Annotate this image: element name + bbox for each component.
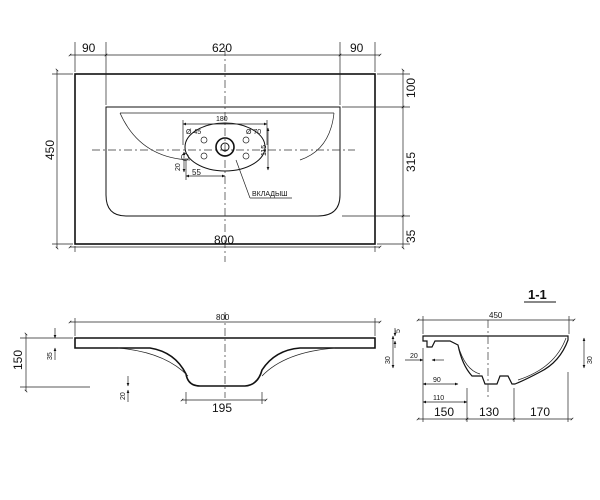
bolt-hole-left [200,136,208,144]
faucet-hole [215,137,235,157]
dim-total-width-front: 800 [216,313,230,322]
dim-bottom-width: 195 [212,401,232,415]
faucet-hole-inner [220,142,230,152]
dim-section-inner1: 90 [433,377,441,384]
dim-total-depth: 450 [43,140,57,160]
front-view: 800 150 35 195 20 [11,312,382,415]
dim-section-left-h: 30 [385,356,392,364]
dim-back-depth: 35 [404,229,418,243]
bolt-hole-right [242,136,250,144]
dim-hole-offset-y: 20 [175,163,182,171]
dim-hole-d1: Ø 45 [186,129,201,136]
dim-section-edge: 20 [410,353,418,360]
dim-basin-depth: 315 [404,152,418,172]
dim-section-inner2: 110 [433,395,444,402]
bolt-hole-right-bottom [242,152,250,160]
dim-hole-d2: Ø 70 [246,129,261,136]
dim-section-seg3: 170 [530,405,550,419]
dim-section-seg1: 150 [434,405,454,419]
section-title: 1-1 [528,287,547,302]
insert-label: ВКЛАДЫШ [252,191,288,198]
bolt-hole-left-bottom [200,152,208,160]
dim-section-seg2: 130 [479,405,499,419]
dim-section-right-h: 30 [587,356,594,364]
basin-outline [105,106,341,217]
bowl-curve [119,112,335,161]
dim-hole-offset-x: 55 [192,168,201,177]
dim-section-total: 450 [489,311,503,320]
section-profile [422,335,569,385]
front-outline [74,337,376,387]
dim-section-rim: 5 [395,329,402,333]
dim-total-width-top: 800 [214,233,234,247]
dim-hole-spacing: 180 [216,116,228,123]
dim-total-height: 150 [11,350,25,370]
dim-basin-width: 620 [212,41,232,55]
section-view: 1-1 450 5 30 30 20 90 110 [385,287,594,422]
dim-left-margin: 90 [82,41,96,55]
dim-front-depth: 100 [404,78,418,98]
top-view: 90 620 90 800 450 100 315 35 180 Ø 45 Ø … [43,41,418,262]
dim-top-thickness: 35 [47,352,54,360]
dim-hole-offset-v: 115 [261,145,268,156]
dim-bottom-offset: 20 [120,392,127,400]
dim-right-margin: 90 [350,41,364,55]
